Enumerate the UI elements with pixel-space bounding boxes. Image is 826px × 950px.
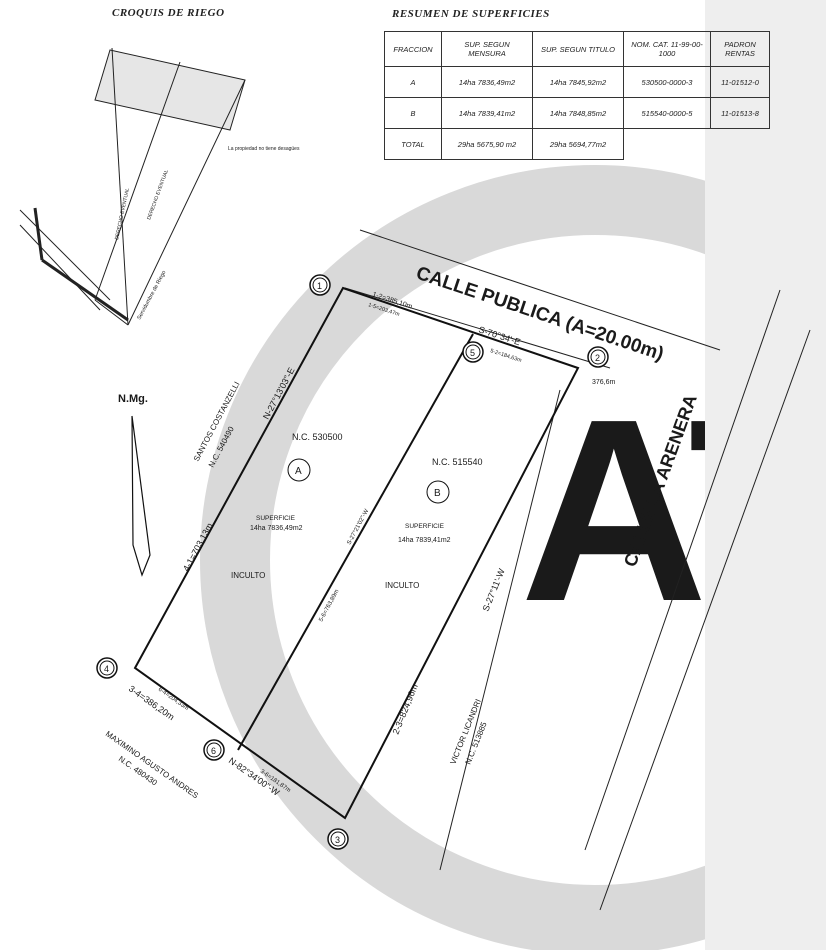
fraction-b-sup-value: 14ha 7839,41m2 [398,537,451,544]
lot-outline [133,286,580,820]
cell: B [384,97,442,129]
svg-text:4: 4 [104,664,109,674]
cell: 11-01512-0 [710,66,770,98]
bearing-5-2: S-70°34'-E [477,324,521,347]
watermark: AT [200,0,826,950]
street-lines [344,229,811,911]
table-row: TOTAL 29ha 5675,90 m2 29ha 5694,77m2 [384,128,770,160]
col-sup-titulo: SUP. SEGUN TITULO [532,31,624,67]
cell: 515540-0000-5 [623,97,711,129]
col-sup-mensura: SUP. SEGUN MENSURA [441,31,533,67]
fraction-b-sup-label: SUPERFICIE [405,523,445,530]
vertex-markers: 1 2 3 4 5 6 [96,274,609,850]
svg-text:1: 1 [317,281,322,291]
cell: 14ha 7845,92m2 [532,66,624,98]
cell: 14ha 7839,41m2 [441,97,533,129]
vertex-5: 5 [462,341,484,363]
bearing-5-6: S-27°21'02"-W [346,508,370,546]
svg-text:5: 5 [470,348,475,358]
col-nom-cat: NOM. CAT. 11-99-00-1000 [623,31,711,67]
vertex-1: 1 [309,274,331,296]
fraction-b-use: INCULTO [385,581,419,590]
fraction-a-letter: A [295,466,302,477]
cell: TOTAL [384,128,442,160]
svg-text:6: 6 [211,746,216,756]
fraction-b-nc: N.C. 515540 [432,457,483,467]
fraction-b-letter: B [434,488,441,499]
sketch-servidumbre: Servidumbre de Riego [136,270,167,321]
north-arrow: N.Mg. [118,393,151,577]
cell: 29ha 5694,77m2 [532,128,624,160]
edge-3-4: 3-4=386,20m [127,683,176,722]
table-row: B 14ha 7839,41m2 14ha 7848,85m2 515540-0… [384,97,770,129]
edge-5-2: 5-2=184,63m [489,348,522,364]
irrigation-sketch: La propiedad no tiene desagües Servidumb… [19,47,300,326]
edge-5-6: 5-6=763,89m [318,589,340,623]
fraction-a: N.C. 530500 A SUPERFICIE 14ha 7836,49m2 … [231,432,343,580]
summary-table: FRACCION SUP. SEGUN MENSURA SUP. SEGUN T… [384,31,770,160]
edge-2-3: 2-3=824,96m [391,683,420,736]
sketch-no-water: La propiedad no tiene desagües [228,146,300,152]
sketch-derecho-2: DERECHO EVENTUAL [146,169,170,221]
cell: 14ha 7836,49m2 [441,66,533,98]
cell: 29ha 5675,90 m2 [441,128,533,160]
fraction-a-nc: N.C. 530500 [292,432,343,442]
street-main: CALLE PUBLICA (A=20.00m) [413,263,666,365]
cell: 530500-0000-3 [623,66,711,98]
cell: A [384,66,442,98]
fraction-b: N.C. 515540 B SUPERFICIE 14ha 7839,41m2 … [385,457,483,590]
svg-text:2: 2 [595,353,600,363]
vertex-4: 4 [96,657,118,679]
watermark-band [705,0,826,950]
neighbor-south-name: MAXIMINO AGUSTO ANDRES [104,729,200,800]
bearing-2-3: S-27°11'-W [481,567,507,613]
svg-text:3: 3 [335,835,340,845]
vertex-3: 3 [327,828,349,850]
croquis-title: CROQUIS DE RIEGO [112,7,225,19]
table-header-row: FRACCION SUP. SEGUN MENSURA SUP. SEGUN T… [384,31,770,67]
cell: 14ha 7848,85m2 [532,97,624,129]
edge-dist: 376,6m [592,379,616,386]
col-fraccion: FRACCION [384,31,442,67]
fraction-a-sup-value: 14ha 7836,49m2 [250,525,303,532]
resumen-title: RESUMEN DE SUPERFICIES [392,8,550,20]
vertex-6: 6 [203,739,225,761]
fraction-a-use: INCULTO [231,571,265,580]
cell: 11-01513-8 [710,97,770,129]
fraction-a-sup-label: SUPERFICIE [256,515,296,522]
table-row: A 14ha 7836,49m2 14ha 7845,92m2 530500-0… [384,66,770,98]
north-label: N.Mg. [118,393,148,405]
col-padron: PADRON RENTAS [710,31,770,67]
vertex-2: 2 [587,346,609,368]
